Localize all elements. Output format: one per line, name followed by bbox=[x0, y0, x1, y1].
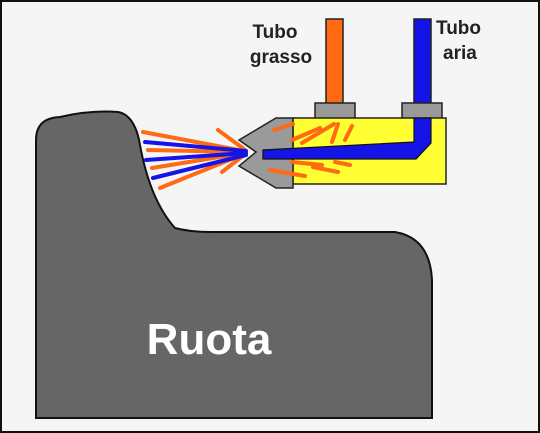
air-tube-label: Tubo aria bbox=[436, 18, 481, 64]
grease-jet bbox=[146, 148, 246, 154]
wheel-label: Ruota bbox=[147, 315, 272, 364]
wheel-shape bbox=[35, 110, 433, 419]
air-jet bbox=[143, 140, 248, 153]
air-jet bbox=[151, 153, 248, 180]
spray-jets bbox=[141, 128, 248, 190]
air-jet bbox=[144, 151, 248, 162]
grease-tube-label: Tubo grasso bbox=[250, 22, 312, 68]
grease-tube-label-line1: Tubo bbox=[252, 22, 297, 43]
air-tube-label-line1: Tubo bbox=[436, 18, 481, 39]
air-tube bbox=[413, 18, 432, 105]
air-channel bbox=[262, 117, 432, 160]
grease-flow-internal bbox=[268, 122, 354, 178]
grease-tube bbox=[325, 18, 344, 105]
grease-tube-label-line2: grasso bbox=[250, 47, 312, 68]
air-tube-label-line2: aria bbox=[443, 43, 477, 64]
grease-jet bbox=[216, 128, 246, 151]
